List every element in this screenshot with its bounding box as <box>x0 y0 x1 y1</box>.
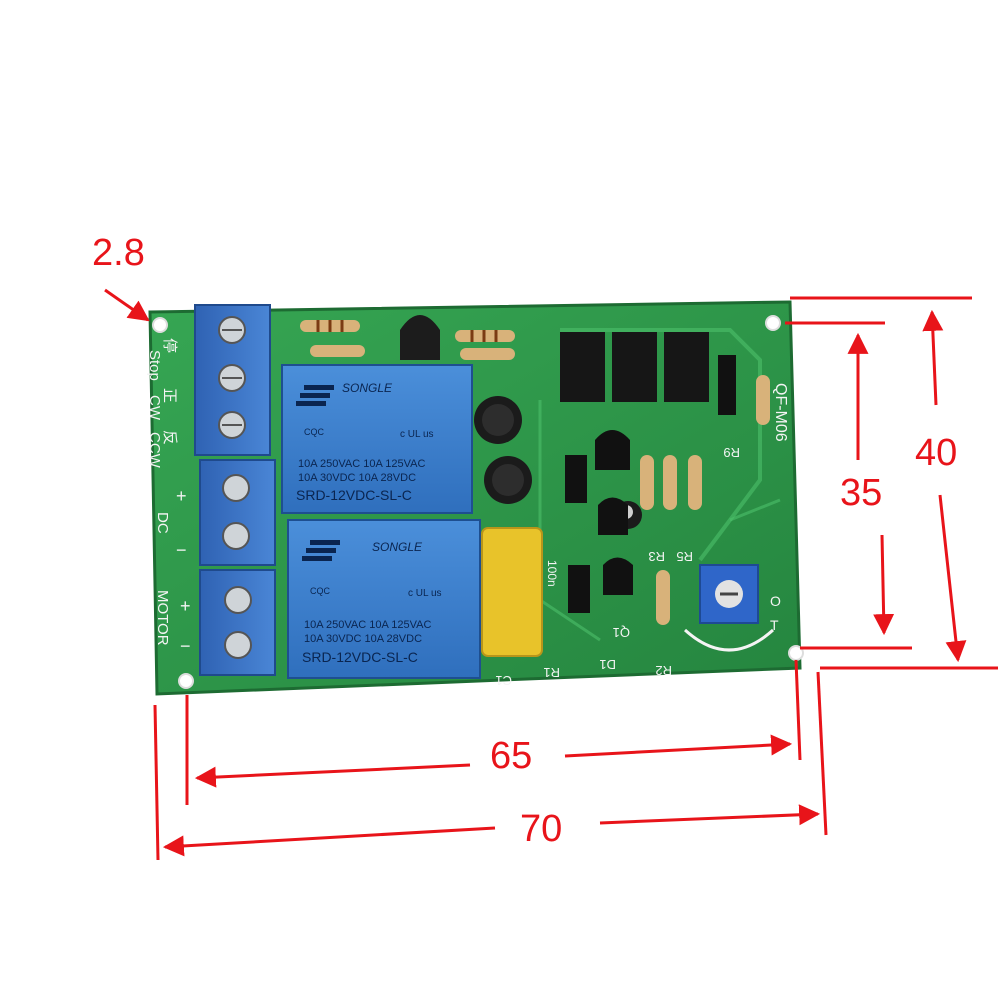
relay-1-brand: SONGLE <box>342 381 393 395</box>
trimmer-potentiometer <box>683 564 775 652</box>
label-r1: R1 <box>543 665 560 680</box>
label-dc-plus: + <box>176 486 187 506</box>
trimmer-mark-o: O <box>770 593 781 609</box>
arrow-hole-diameter <box>104 288 150 322</box>
label-stop: Stop <box>146 350 163 381</box>
small-components <box>565 355 770 625</box>
label-dc-minus: − <box>176 540 187 560</box>
arrow-65-right <box>564 734 793 758</box>
optocoupler-chips <box>560 332 709 402</box>
arrow-70-right <box>599 804 821 826</box>
songle-logo-icon <box>302 540 340 561</box>
dimension-hole-diameter: 2.8 <box>92 232 145 274</box>
dimension-board-width: 70 <box>520 808 563 850</box>
label-dc: DC <box>154 512 171 534</box>
label-stop-cn: 停 <box>161 338 178 353</box>
label-r3: R3 <box>648 549 665 564</box>
relay-2-cert-right: c UL us <box>408 588 442 599</box>
label-cw: CW <box>146 395 163 421</box>
screw-terminal-block-motor <box>199 569 276 676</box>
label-r9: R9 <box>723 445 740 460</box>
label-r2: R2 <box>655 663 672 678</box>
arrow-40-down <box>938 494 967 663</box>
songle-logo-icon <box>296 385 334 406</box>
dimension-board-height: 40 <box>915 432 958 474</box>
label-motor-plus: + <box>180 596 191 616</box>
relay-1-cert-right: c UL us <box>400 429 434 440</box>
transistor-top <box>400 315 440 360</box>
film-capacitor <box>481 527 543 657</box>
relay-1-model: SRD-12VDC-SL-C <box>296 487 412 503</box>
arrow-70-left <box>162 826 496 857</box>
relay-2-model: SRD-12VDC-SL-C <box>302 649 418 665</box>
dimension-hole-spacing-height: 35 <box>840 472 883 514</box>
label-ccw-cn: 反 <box>161 430 178 445</box>
mounting-hole-top-right <box>765 315 781 331</box>
relay-2-rating-2: 10A 30VDC 10A 28VDC <box>304 633 422 645</box>
dimension-annotations <box>104 288 998 861</box>
screw-terminal-block-dc <box>199 459 276 566</box>
relay-1: SONGLE CQC c UL us 10A 250VAC 10A 125VAC… <box>281 364 473 514</box>
relay-2: SONGLE CQC c UL us 10A 250VAC 10A 125VAC… <box>287 519 481 679</box>
label-q1: Q1 <box>613 625 630 640</box>
trimmer-mark-t: T <box>770 617 779 633</box>
screw-terminal-block-top <box>194 304 271 456</box>
arrow-35-down <box>873 534 895 636</box>
label-motor-minus: − <box>180 636 191 656</box>
mounting-hole-top-left <box>152 317 168 333</box>
component-labels: QF-M06 R9 R3 R5 R1 D1 Q1 R2 C1 100n T O <box>495 383 789 688</box>
label-d1: D1 <box>599 657 616 672</box>
model-label: QF-M06 <box>772 383 789 442</box>
arrow-40-up <box>922 309 944 406</box>
label-r5: R5 <box>676 549 693 564</box>
relay-2-brand: SONGLE <box>372 540 423 554</box>
relay-2-cert-left: CQC <box>310 586 331 596</box>
label-ccw: CCW <box>146 432 163 469</box>
label-cw-cn: 正 <box>161 388 178 403</box>
resistors-top <box>300 320 515 360</box>
mounting-hole-bottom-left <box>178 673 194 689</box>
arrow-65-left <box>194 763 471 788</box>
label-100n: 100n <box>545 560 559 587</box>
relay-1-rating-2: 10A 30VDC 10A 28VDC <box>298 472 416 484</box>
dimension-hole-spacing-width: 65 <box>490 735 533 777</box>
relay-2-rating-1: 10A 250VAC 10A 125VAC <box>304 619 431 631</box>
terminal-silkscreen: Stop CW CCW 停 正 反 DC MOTOR + − + − <box>146 338 191 656</box>
label-c1: C1 <box>495 673 512 688</box>
relay-1-rating-1: 10A 250VAC 10A 125VAC <box>298 458 425 470</box>
relay-1-cert-left: CQC <box>304 427 325 437</box>
label-motor: MOTOR <box>154 590 171 646</box>
